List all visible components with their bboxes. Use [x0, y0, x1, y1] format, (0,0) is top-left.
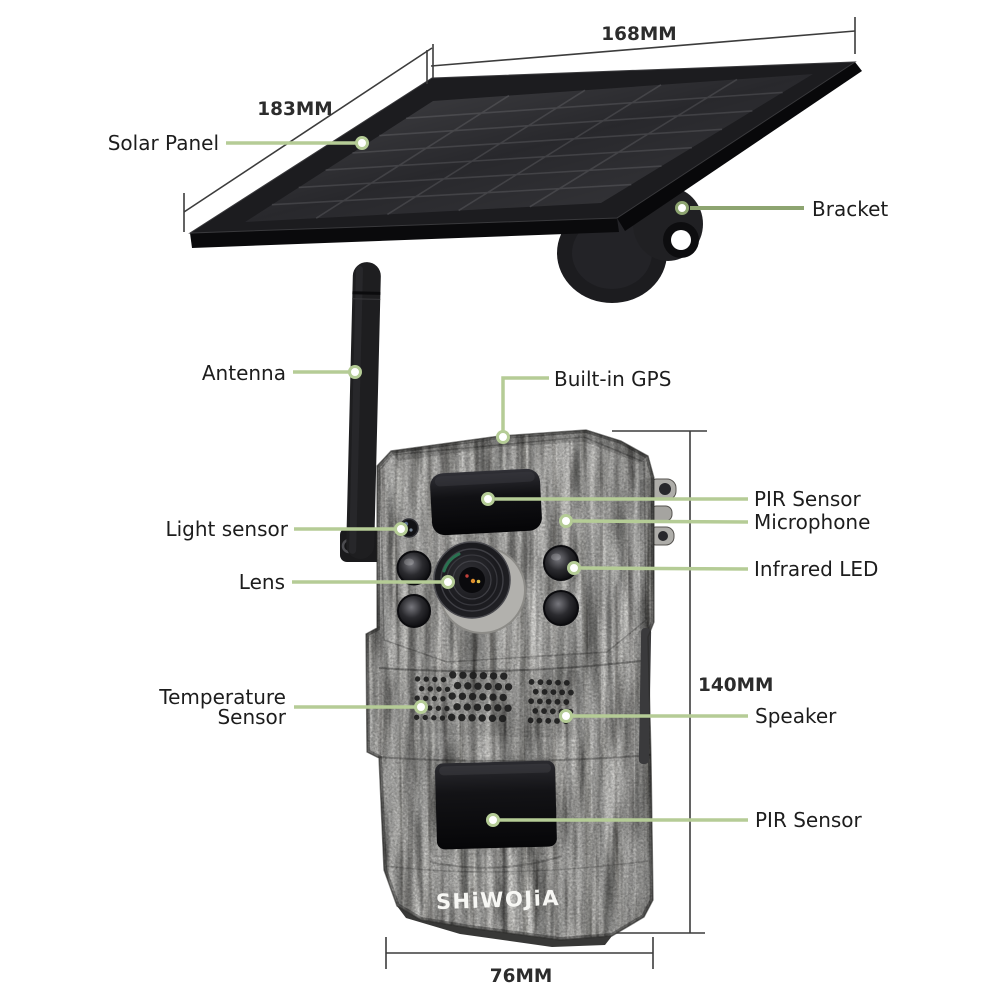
label-light-sensor: Light sensor	[165, 517, 288, 541]
callout-dot-pir-bottom	[486, 813, 500, 827]
dimension-lines: 168MM 183MM 140MM 76MM	[183, 17, 856, 987]
speaker-grille	[409, 666, 581, 738]
dim-line-168	[430, 30, 856, 67]
label-infrared-led: Infrared LED	[754, 557, 878, 581]
callout-dot-light-sensor	[394, 522, 408, 536]
callout-dot-lens	[441, 575, 455, 589]
bracket-screw-hole	[671, 230, 691, 250]
label-bracket: Bracket	[812, 197, 888, 221]
callout-dot-antenna	[348, 365, 362, 379]
label-antenna: Antenna	[202, 361, 286, 385]
dim-line-183	[183, 47, 433, 213]
dim-76mm: 76MM	[490, 966, 553, 987]
camera-antenna	[340, 262, 384, 562]
dim-140mm: 140MM	[698, 675, 773, 696]
callout-line-built-in-gps	[501, 376, 549, 434]
label-built-in-gps: Built-in GPS	[554, 367, 671, 391]
callout-dot-solar-panel	[355, 136, 369, 150]
solar-panel	[188, 61, 862, 248]
label-temperature-line1: Temperature	[158, 685, 286, 709]
label-microphone: Microphone	[754, 510, 870, 534]
callout-dot-pir-top	[481, 492, 495, 506]
callouts: Solar Panel Bracket Antenna Built-in GPS…	[108, 131, 889, 832]
callout-dot-speaker	[559, 709, 573, 723]
callout-dot-temperature	[414, 700, 428, 714]
callout-dot-bracket	[675, 201, 689, 215]
trail-camera: SHiWOJiA	[365, 429, 655, 947]
label-temperature-line2: Sensor	[217, 705, 286, 729]
callout-line-microphone	[572, 519, 749, 524]
callout-line-infrared-led	[580, 566, 749, 571]
dim-168mm: 168MM	[601, 24, 676, 45]
label-solar-panel: Solar Panel	[108, 131, 219, 155]
label-pir-sensor-top: PIR Sensor	[754, 487, 862, 511]
infrared-leds	[396, 545, 579, 628]
callout-dot-built-in-gps	[496, 430, 510, 444]
pir-sensor-bottom-window	[426, 754, 565, 858]
label-speaker: Speaker	[755, 704, 837, 728]
label-lens: Lens	[239, 570, 285, 594]
callout-dot-microphone	[559, 514, 573, 528]
brand-logo: SHiWOJiA	[436, 886, 561, 914]
callout-dot-infrared-led	[567, 561, 581, 575]
label-pir-sensor-bottom: PIR Sensor	[755, 808, 863, 832]
camera-underside	[397, 906, 612, 947]
dim-183mm: 183MM	[257, 99, 332, 120]
